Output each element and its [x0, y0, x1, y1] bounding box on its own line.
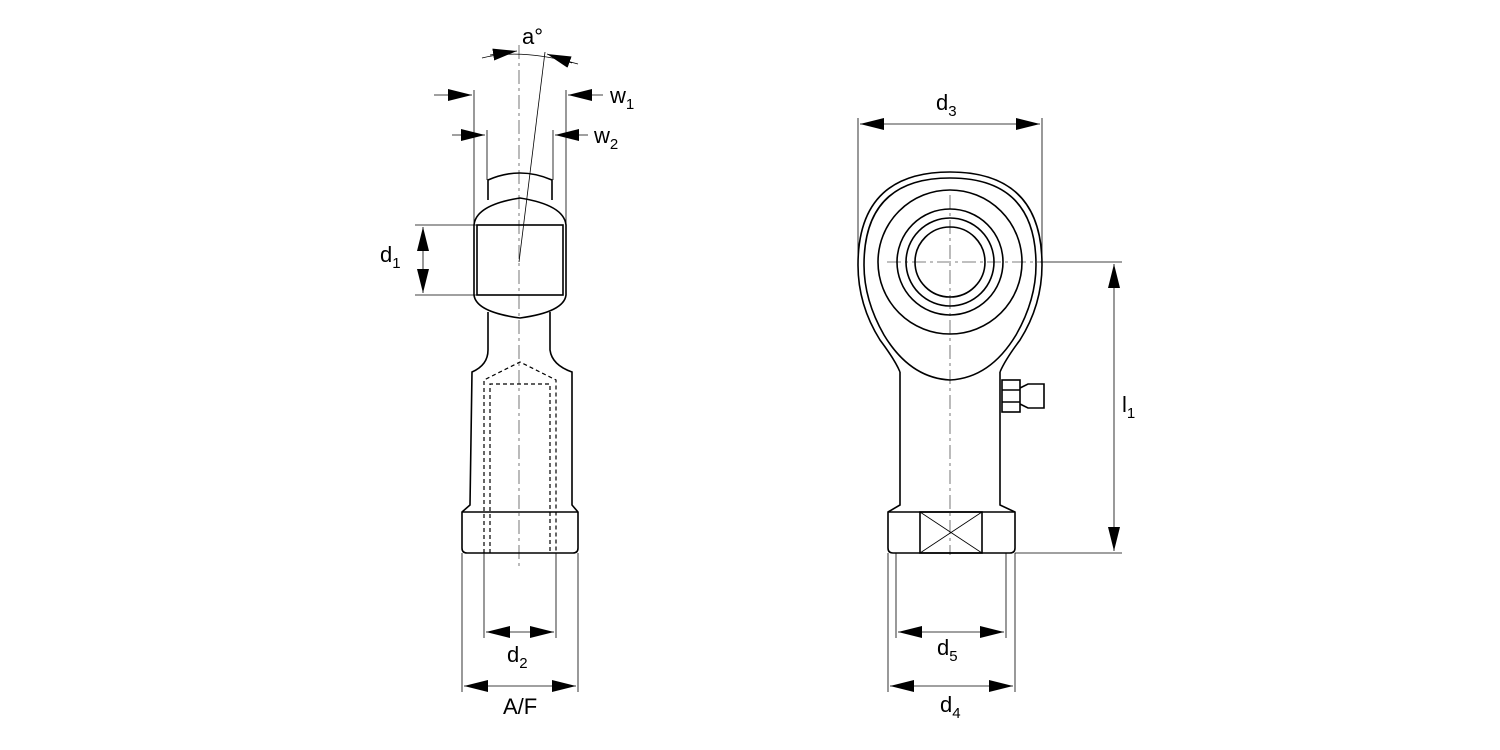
angle-label: a° [522, 24, 543, 49]
side-view: a° w1 w2 d1 d2 A/F [380, 24, 634, 719]
d1-label: d1 [380, 242, 401, 272]
eye-outline [857, 171, 1043, 373]
angle-arrow [546, 53, 573, 68]
d5-label: d5 [937, 635, 958, 665]
l1-label: l1 [1122, 392, 1135, 422]
outer-ring [877, 189, 1023, 335]
af-label: A/F [503, 694, 537, 719]
flat-cross [919, 511, 983, 554]
w2-label: w2 [593, 123, 618, 153]
w1-label: w1 [609, 83, 634, 113]
angle-line [518, 51, 546, 263]
bore [914, 226, 986, 298]
eye-inner [863, 177, 1037, 381]
housing-outline [461, 312, 579, 554]
angle-arc [481, 53, 579, 65]
front-view: d3 l1 d5 d4 [857, 90, 1135, 722]
ring [896, 208, 1004, 316]
ring [905, 217, 995, 307]
d2-label: d2 [507, 642, 528, 672]
ball [473, 197, 567, 319]
grease-nipple [1001, 379, 1045, 413]
d3-label: d3 [936, 90, 957, 120]
d4-label: d4 [940, 692, 961, 722]
angle-arrow [489, 48, 518, 61]
internal-thread-hidden [483, 361, 557, 553]
inner-ring-top [487, 172, 553, 200]
shank-outline [887, 372, 1016, 554]
ball-flat [476, 224, 564, 296]
wrench-flat [919, 511, 983, 554]
